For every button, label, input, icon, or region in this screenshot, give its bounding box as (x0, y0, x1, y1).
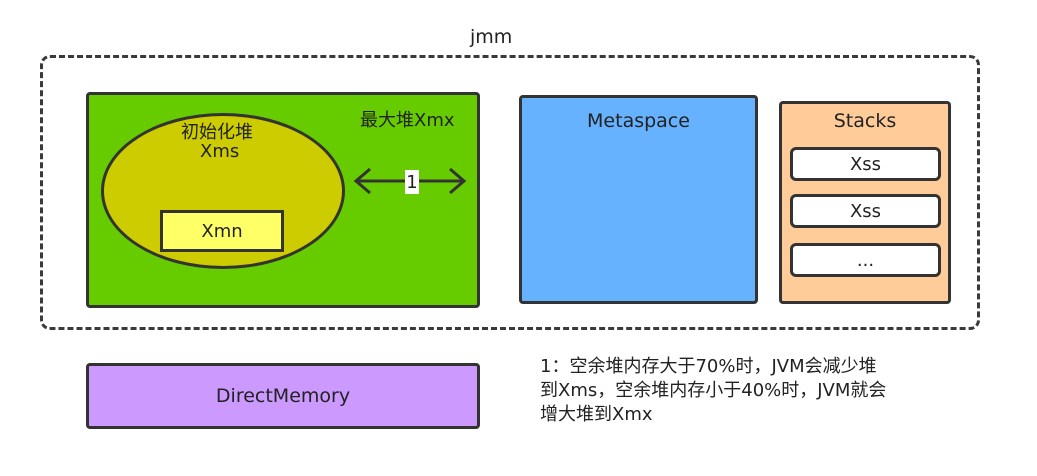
young-gen-label: Xmn (201, 220, 243, 242)
initial-heap-ellipse (101, 113, 345, 269)
max-heap-label: 最大堆Xmx (360, 110, 455, 131)
jmm-title: jmm (470, 26, 513, 48)
arrow-label: 1 (405, 170, 419, 194)
stack-item: Xss (790, 147, 941, 181)
stack-item: ... (790, 243, 941, 277)
direct-memory-box: DirectMemory (86, 363, 480, 429)
jmm-container (40, 55, 980, 330)
note-text: 1：空余堆内存大于70%时，JVM会减少堆 到Xms，空余堆内存小于40%时，J… (540, 355, 960, 427)
metaspace-box (519, 95, 758, 304)
note-line: 增大堆到Xmx (540, 404, 653, 425)
note-line: 1：空余堆内存大于70%时，JVM会减少堆 (540, 356, 877, 377)
stack-item-label: Xss (849, 200, 882, 222)
metaspace-label: Metaspace (587, 110, 690, 132)
note-line: 到Xms，空余堆内存小于40%时，JVM就会 (540, 380, 887, 401)
initial-heap-size-label: Xms (200, 141, 240, 162)
stacks-label: Stacks (833, 110, 897, 132)
stack-item: Xss (790, 194, 941, 228)
initial-heap-label: 初始化堆 (181, 122, 253, 143)
direct-memory-label: DirectMemory (215, 385, 351, 407)
stack-item-label: Xss (849, 153, 882, 175)
stack-item-label: ... (856, 249, 875, 271)
young-gen-box: Xmn (160, 210, 284, 252)
